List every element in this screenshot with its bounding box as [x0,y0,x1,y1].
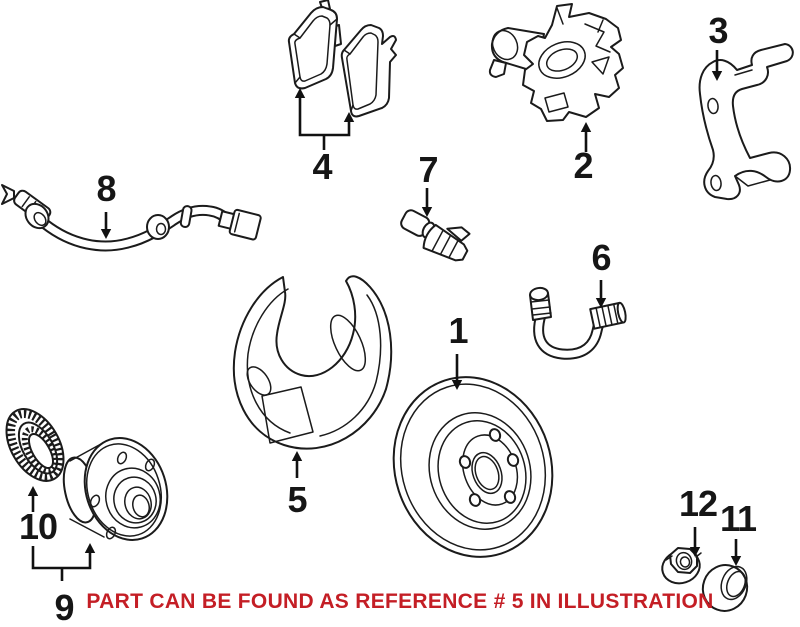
callout-label-6: 6 [591,237,611,278]
callout-arrow-5 [291,451,303,478]
callout-arrow-4 [294,88,355,150]
brake-pads-drawing [287,0,397,118]
callout-label-4: 4 [312,146,332,187]
wheel-hub-drawing [62,437,169,541]
callout-arrow-6 [595,280,607,308]
callout-label-12: 12 [678,483,718,524]
spindle-nut-drawing [661,547,702,585]
callout-arrow-11 [730,539,742,566]
dust-cap-drawing [701,564,749,612]
callout-label-5: 5 [287,479,307,520]
reference-note: PART CAN BE FOUND AS REFERENCE # 5 IN IL… [86,590,714,613]
abs-tone-ring-drawing [5,408,65,482]
brake-hose-drawing [529,286,627,360]
callout-label-8: 8 [96,168,116,209]
callout-label-1: 1 [448,310,468,351]
speed-sensor-drawing [400,209,471,262]
caliper-drawing [488,3,624,122]
callout-bracket-9 [31,543,96,581]
callout-label-10: 10 [18,506,58,547]
callout-label-11: 11 [719,498,757,539]
brake-rotor-drawing [392,376,554,558]
callout-label-7: 7 [418,149,438,190]
callout-arrow-10 [27,486,39,512]
callout-arrow-3 [711,50,723,81]
caliper-bracket-drawing [698,43,794,201]
callout-arrow-1 [451,354,463,390]
callout-arrow-2 [580,122,592,152]
callout-label-9: 9 [54,587,74,627]
callout-arrow-8 [100,212,112,239]
callout-label-3: 3 [708,10,728,51]
abs-wire-drawing [1,184,262,252]
hose-fitting-left [529,286,552,321]
callout-arrow-12 [689,527,701,557]
hose-fitting-right [589,301,627,330]
callout-arrow-7 [421,188,433,217]
splash-shield-drawing [232,275,393,450]
callout-label-2: 2 [573,145,593,186]
